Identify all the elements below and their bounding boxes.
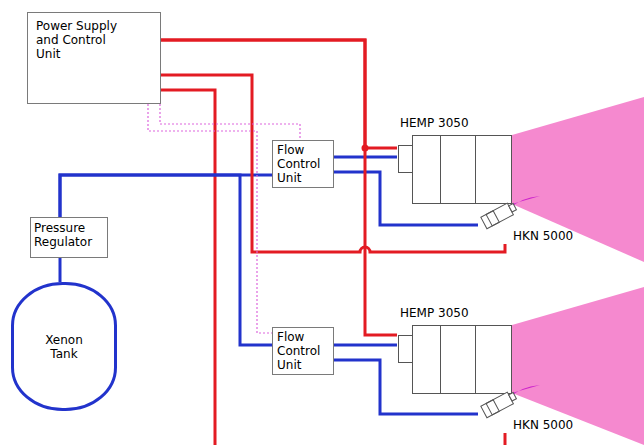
xenon-line xyxy=(59,258,62,282)
part-label: Xenon Tank xyxy=(34,333,94,361)
box-label: Power Supply and Control Unit xyxy=(36,19,128,61)
cathode-ring xyxy=(486,400,499,415)
power-wire xyxy=(161,90,215,445)
ion-plume xyxy=(512,287,644,445)
part-label: HKN 5000 xyxy=(513,229,573,243)
hemp-thruster: HEMP 3050 xyxy=(397,304,513,395)
thruster-body xyxy=(413,136,512,204)
thruster-body xyxy=(413,326,512,394)
hemp-thruster: HEMP 3050 xyxy=(397,114,513,205)
thruster-stage xyxy=(475,326,476,394)
thruster-stage xyxy=(440,326,441,394)
cathode-drawing xyxy=(481,390,518,418)
cathode-body xyxy=(481,203,514,229)
gas-inlet xyxy=(399,146,413,173)
flow-control-box: Flow Control Unit xyxy=(272,140,334,188)
part-label: HKN 5000 xyxy=(513,418,573,432)
ion-plume xyxy=(512,97,644,262)
control-unit-box: Power Supply and Control Unit xyxy=(27,12,161,104)
cathode-plume xyxy=(511,196,540,208)
box-label: Pressure Regulator xyxy=(34,221,104,249)
control-line xyxy=(160,104,300,140)
cathode-tip xyxy=(509,203,517,212)
power-line xyxy=(161,40,397,148)
thruster-stage xyxy=(440,136,441,204)
hkn-cathode: HKN 5000 xyxy=(478,196,578,244)
cathode-tip xyxy=(509,392,517,401)
cathode-ring xyxy=(486,211,499,226)
gas-inlet xyxy=(399,336,413,363)
control-line xyxy=(148,104,272,333)
box-label: Flow Control Unit xyxy=(277,143,329,185)
regulator-box: Pressure Regulator xyxy=(30,217,108,258)
hkn-cathode: HKN 5000 xyxy=(478,385,578,433)
cathode-body xyxy=(481,392,514,418)
power-line xyxy=(161,40,397,335)
cathode-plume xyxy=(511,385,540,397)
xenon-tank: Xenon Tank xyxy=(11,282,117,411)
thruster-stage xyxy=(475,136,476,204)
power-wire xyxy=(504,433,507,445)
flow-control-box: Flow Control Unit xyxy=(272,327,334,375)
cathode-drawing xyxy=(481,201,518,229)
tank-outline xyxy=(13,284,116,410)
part-label: HEMP 3050 xyxy=(400,306,469,320)
xenon-line xyxy=(334,344,397,347)
part-label: HEMP 3050 xyxy=(400,116,469,130)
box-label: Flow Control Unit xyxy=(277,330,329,372)
